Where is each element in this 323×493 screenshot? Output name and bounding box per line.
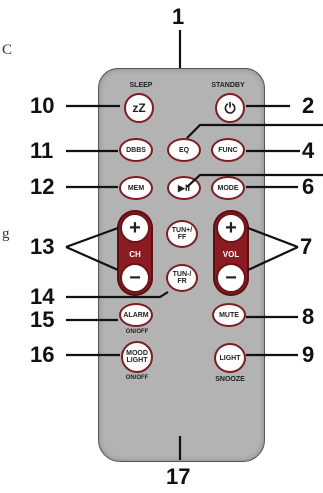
callout-17: 17 bbox=[166, 464, 191, 489]
callout-16: 16 bbox=[30, 342, 55, 367]
mute-button[interactable]: MUTE bbox=[212, 303, 246, 327]
standby-button[interactable]: ⏻ bbox=[215, 93, 245, 123]
mem-button[interactable]: MEM bbox=[119, 176, 153, 200]
leader-13a bbox=[65, 226, 119, 249]
callout-15: 15 bbox=[30, 307, 55, 332]
callout-10: 10 bbox=[30, 93, 55, 118]
snooze-label: SNOOZE bbox=[215, 376, 245, 383]
volume-down-button[interactable]: − bbox=[216, 263, 246, 293]
sleep-button[interactable]: zZ bbox=[124, 93, 154, 123]
callout-8: 8 bbox=[302, 304, 315, 329]
tune-down-fr-button[interactable]: TUN-/ FR bbox=[166, 264, 198, 292]
leader-3 bbox=[186, 123, 323, 139]
callout-12: 12 bbox=[30, 174, 55, 199]
power-icon: ⏻ bbox=[224, 100, 236, 116]
vol-label: VOL bbox=[222, 250, 240, 259]
callout-2: 2 bbox=[302, 93, 315, 118]
func-button[interactable]: FUNC bbox=[211, 138, 245, 162]
light-button[interactable]: LIGHT bbox=[214, 343, 246, 373]
play-pause-icon: ▶II bbox=[178, 182, 190, 193]
alarm-onoff-label: ON/OFF bbox=[125, 329, 149, 335]
alarm-button[interactable]: ALARM bbox=[119, 303, 153, 327]
dbbs-button[interactable]: DBBS bbox=[119, 138, 153, 162]
standby-label: STANDBY bbox=[211, 82, 245, 89]
leader-7a bbox=[247, 226, 299, 249]
leader-13b bbox=[65, 245, 119, 272]
mode-button[interactable]: MODE bbox=[211, 176, 245, 200]
callout-9: 9 bbox=[302, 342, 315, 367]
volume-up-button[interactable]: + bbox=[216, 213, 246, 243]
eq-button[interactable]: EQ bbox=[167, 138, 201, 162]
channel-rocker: + − bbox=[117, 210, 153, 296]
sleep-label: SLEEP bbox=[129, 82, 153, 89]
callout-14: 14 bbox=[30, 284, 55, 309]
channel-up-button[interactable]: + bbox=[120, 213, 150, 243]
margin-letter-c: C bbox=[2, 42, 13, 58]
callout-13: 13 bbox=[30, 234, 55, 259]
margin-letter-g: g bbox=[2, 226, 10, 242]
channel-down-button[interactable]: − bbox=[120, 263, 150, 293]
ch-label: CH bbox=[129, 250, 141, 259]
volume-rocker: + − bbox=[213, 210, 249, 296]
callout-7: 7 bbox=[300, 234, 313, 259]
remote-control-body: SLEEP STANDBY zZ ⏻ DBBS EQ FUNC MEM ▶II … bbox=[98, 68, 265, 462]
tune-up-ff-button[interactable]: TUN+/ FF bbox=[166, 220, 198, 248]
callout-1: 1 bbox=[172, 4, 185, 29]
mood-light-button[interactable]: MOOD LIGHT bbox=[121, 341, 153, 373]
callout-11: 11 bbox=[30, 138, 54, 163]
callout-4: 4 bbox=[302, 138, 315, 163]
callout-6: 6 bbox=[302, 174, 315, 199]
mood-onoff-label: ON/OFF bbox=[125, 375, 149, 381]
leader-14 bbox=[66, 291, 169, 299]
leader-5 bbox=[186, 173, 323, 188]
leader-7b bbox=[247, 246, 299, 271]
